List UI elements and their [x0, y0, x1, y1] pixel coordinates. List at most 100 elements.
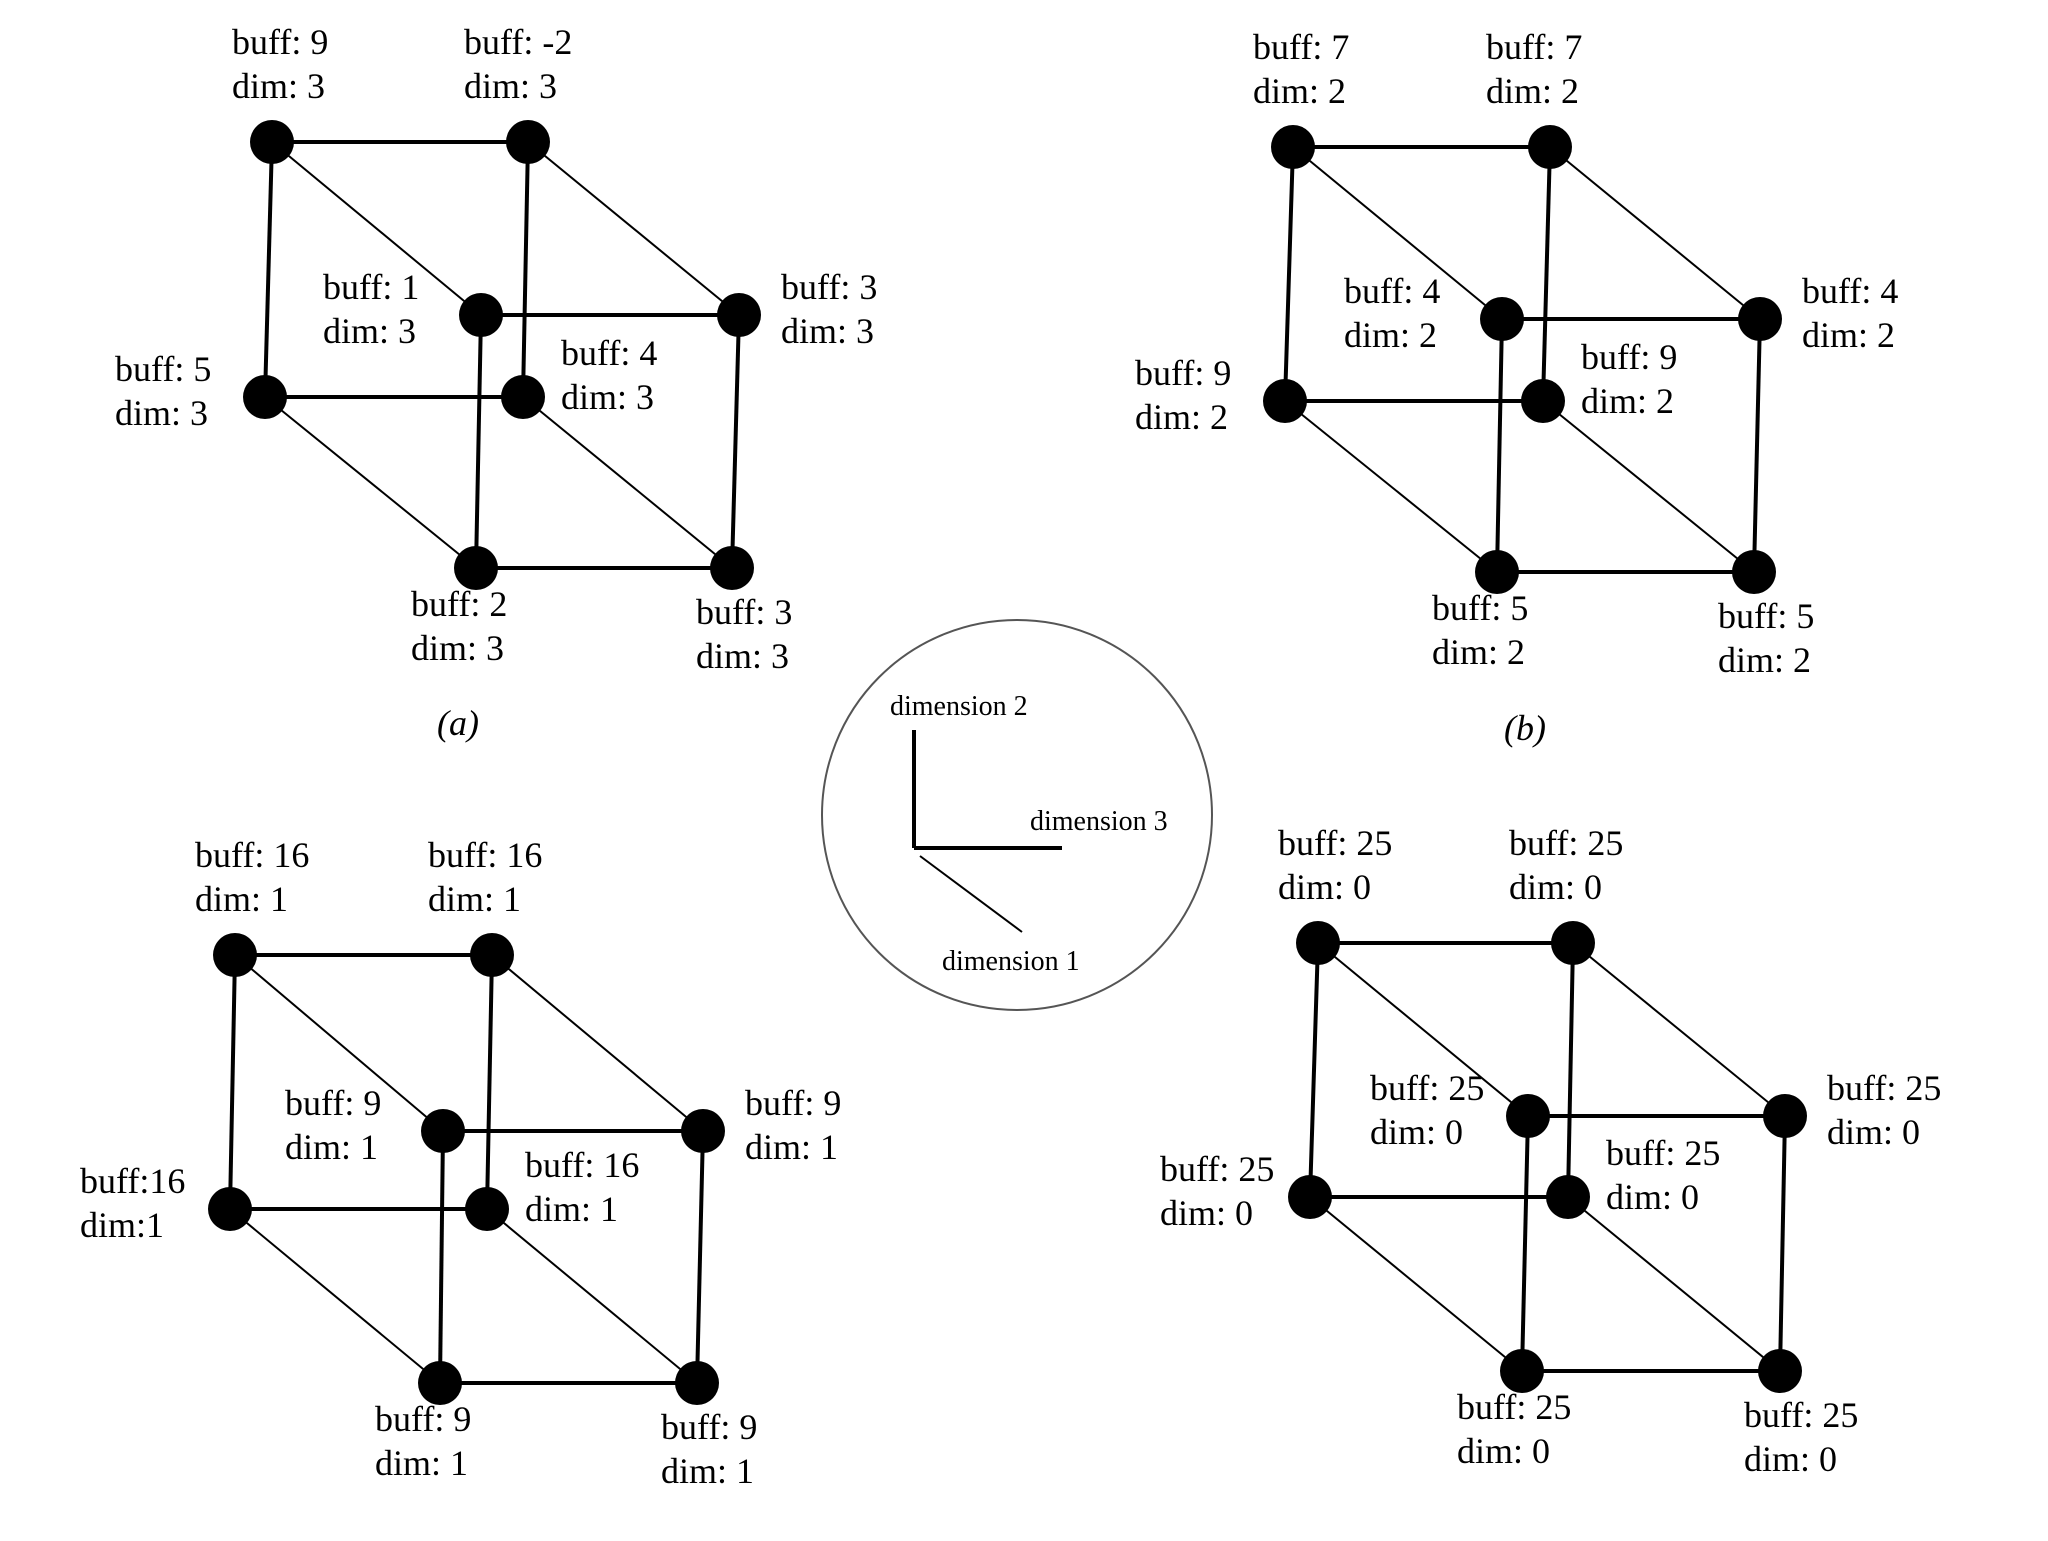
- node-buff-label: buff: 9: [745, 1083, 841, 1123]
- node-front-top-right: [1763, 1094, 1807, 1138]
- node-back-top-left: [250, 120, 294, 164]
- cube-edge: [263, 141, 274, 398]
- node-front-bottom-left: [454, 546, 498, 590]
- node-buff-label: buff: 16: [195, 835, 309, 875]
- node-buff-label: buff: 7: [1486, 27, 1582, 67]
- node-dim-label: dim: 1: [525, 1189, 618, 1229]
- node-back-bottom-right: [465, 1187, 509, 1231]
- diagonal-edge: [234, 954, 444, 1132]
- node-buff-label: buff: 5: [115, 349, 211, 389]
- diagonal-edge: [1542, 400, 1755, 573]
- cube-edge: [521, 141, 530, 398]
- diagonal-edge: [486, 1208, 698, 1384]
- node-front-top-left: [421, 1109, 465, 1153]
- node-buff-label: buff: 25: [1509, 823, 1623, 863]
- legend-circle: [821, 619, 1213, 1011]
- node-dim-label: dim: 0: [1606, 1177, 1699, 1217]
- cube-caption: (b): [1504, 708, 1546, 748]
- label-dimension-1: dimension 1: [942, 946, 1080, 977]
- cube-edge: [695, 1130, 705, 1384]
- node-front-top-left: [459, 293, 503, 337]
- node-front-top-right: [1738, 297, 1782, 341]
- node-dim-label: dim: 0: [1827, 1112, 1920, 1152]
- node-dim-label: dim: 2: [1432, 632, 1525, 672]
- node-buff-label: buff: 25: [1827, 1068, 1941, 1108]
- node-buff-label: buff: 25: [1457, 1387, 1571, 1427]
- node-back-bottom-left: [208, 1187, 252, 1231]
- node-buff-label: buff: 9: [1135, 353, 1231, 393]
- node-back-top-right: [1528, 125, 1572, 169]
- cube-edge: [1778, 1115, 1787, 1372]
- axis-dimension-1: [919, 855, 1023, 933]
- cube-edge: [485, 954, 494, 1210]
- cube-edge: [228, 954, 237, 1210]
- node-buff-label: buff: 25: [1160, 1149, 1274, 1189]
- node-buff-label: buff: 3: [696, 592, 792, 632]
- node-buff-label: buff: 25: [1370, 1068, 1484, 1108]
- node-front-bottom-left: [1500, 1349, 1544, 1393]
- node-dim-label: dim: 3: [696, 636, 789, 676]
- cube-edge: [474, 314, 483, 569]
- node-dim-label: dim: 3: [781, 311, 874, 351]
- node-front-bottom-left: [1475, 550, 1519, 594]
- node-front-bottom-right: [1758, 1349, 1802, 1393]
- node-front-top-right: [681, 1109, 725, 1153]
- node-dim-label: dim: 1: [428, 879, 521, 919]
- node-back-top-right: [506, 120, 550, 164]
- node-back-top-right: [470, 933, 514, 977]
- node-dim-label: dim:1: [80, 1205, 164, 1245]
- node-back-bottom-right: [501, 375, 545, 419]
- node-back-bottom-left: [243, 375, 287, 419]
- node-front-top-left: [1506, 1094, 1550, 1138]
- node-buff-label: buff: 7: [1253, 27, 1349, 67]
- node-buff-label: buff: 1: [323, 267, 419, 307]
- node-back-top-left: [1271, 125, 1315, 169]
- node-buff-label: buff: 25: [1606, 1133, 1720, 1173]
- cube-edge: [1752, 318, 1762, 573]
- node-dim-label: dim: 2: [1802, 315, 1895, 355]
- diagonal-edge: [522, 396, 733, 569]
- node-back-bottom-left: [1263, 379, 1307, 423]
- node-buff-label: buff:16: [80, 1161, 185, 1201]
- diagonal-edge: [1309, 1196, 1523, 1372]
- diagonal-edge: [1284, 400, 1498, 573]
- node-front-top-left: [1480, 297, 1524, 341]
- diagonal-edge: [229, 1208, 441, 1384]
- node-buff-label: buff: 2: [411, 584, 507, 624]
- node-dim-label: dim: 2: [1344, 315, 1437, 355]
- node-dim-label: dim: 1: [375, 1443, 468, 1483]
- cube-edge: [730, 314, 741, 569]
- node-dim-label: dim: 3: [323, 311, 416, 351]
- node-dim-label: dim: 1: [661, 1451, 754, 1491]
- cube-edge: [1520, 1115, 1530, 1372]
- node-buff-label: buff: 9: [285, 1083, 381, 1123]
- cube-edge: [1495, 318, 1504, 573]
- label-dimension-3: dimension 3: [1030, 806, 1168, 837]
- node-dim-label: dim: 0: [1509, 867, 1602, 907]
- node-dim-label: dim: 0: [1278, 867, 1371, 907]
- diagonal-edge: [1567, 1196, 1781, 1372]
- node-dim-label: dim: 3: [232, 66, 325, 106]
- node-buff-label: buff: 9: [375, 1399, 471, 1439]
- node-buff-label: buff: 25: [1744, 1395, 1858, 1435]
- node-buff-label: buff: 4: [561, 333, 657, 373]
- node-dim-label: dim: 3: [115, 393, 208, 433]
- node-buff-label: buff: 9: [661, 1407, 757, 1447]
- diagonal-edge: [491, 954, 704, 1132]
- node-front-bottom-right: [710, 546, 754, 590]
- node-buff-label: buff: 4: [1344, 271, 1440, 311]
- cube-edge: [1541, 146, 1552, 402]
- cube-edge: [1308, 942, 1320, 1198]
- node-dim-label: dim: 2: [1581, 381, 1674, 421]
- node-back-top-right: [1551, 921, 1595, 965]
- node-dim-label: dim: 2: [1486, 71, 1579, 111]
- node-dim-label: dim: 3: [464, 66, 557, 106]
- node-dim-label: dim: 1: [195, 879, 288, 919]
